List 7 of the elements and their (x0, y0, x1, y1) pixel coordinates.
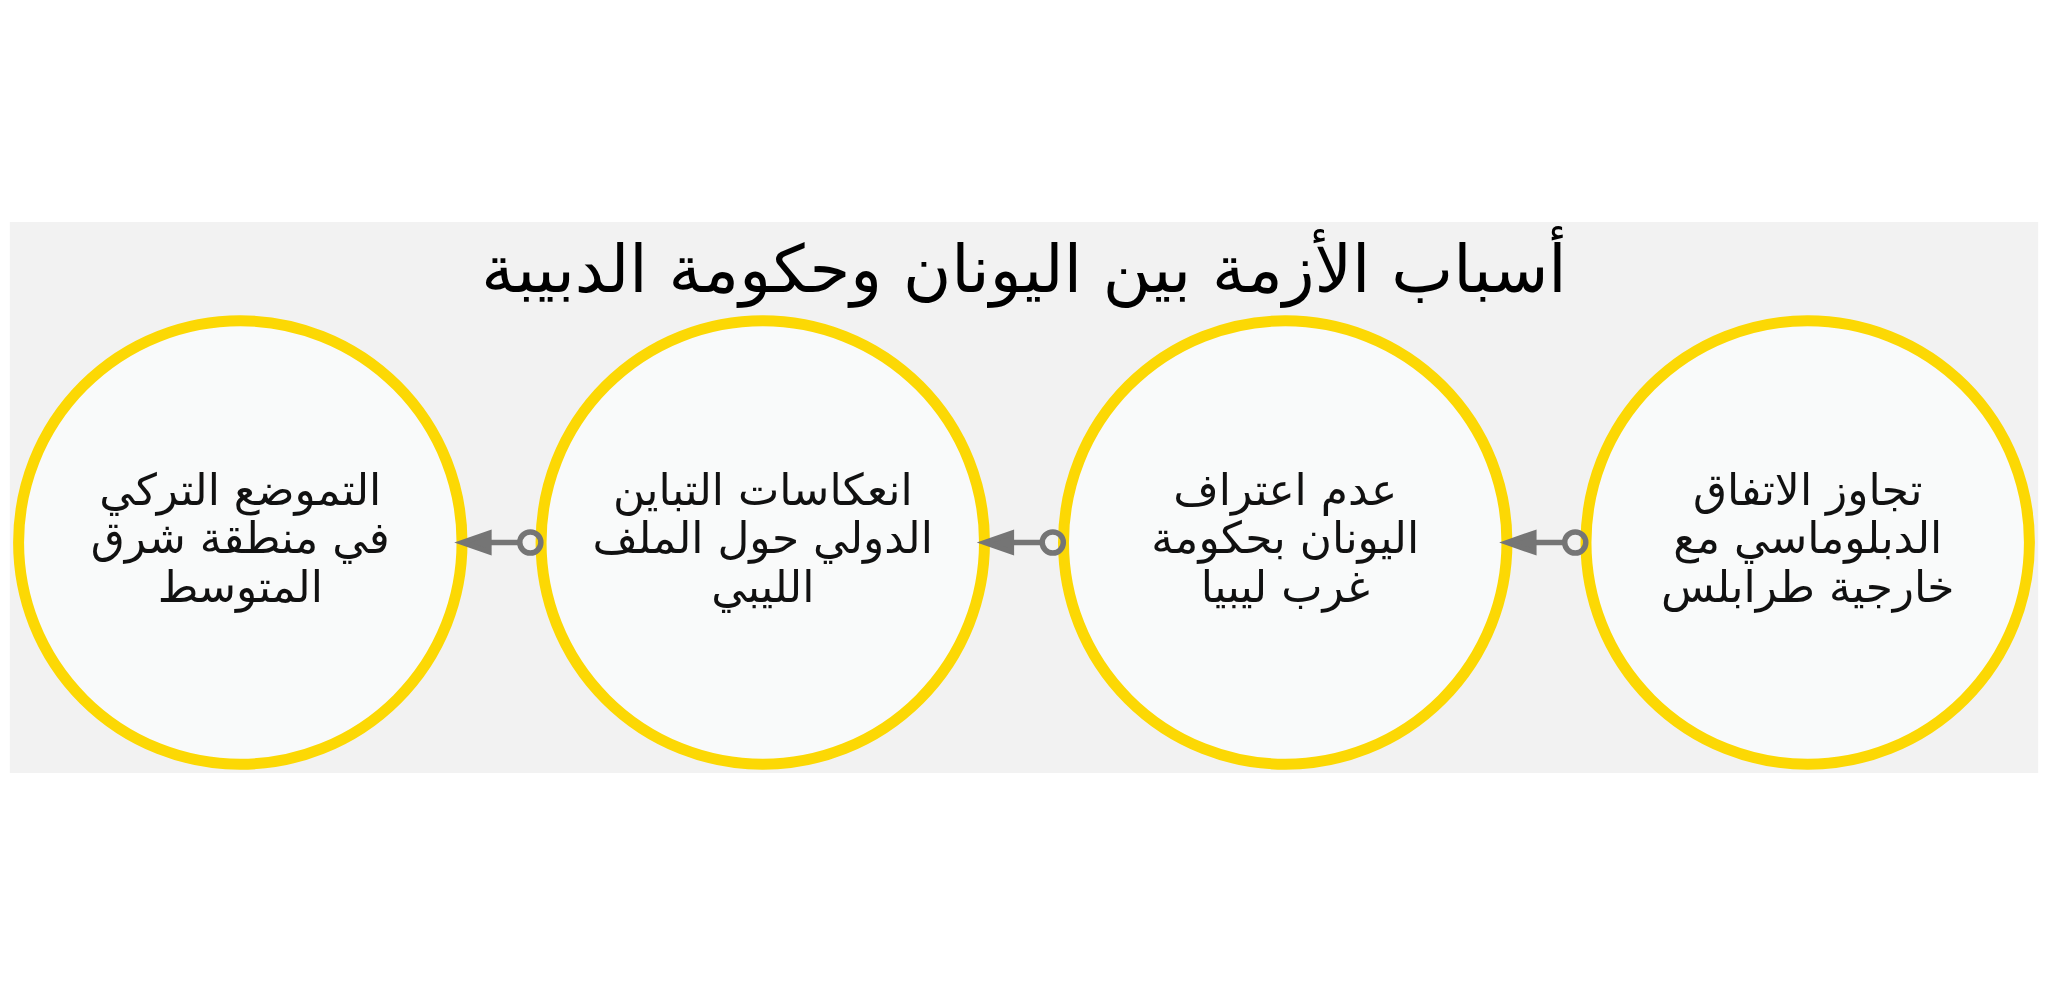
node-circle: تجاوز الاتفاق الدبلوماسي مع خارجية طرابلس (1580, 315, 2035, 770)
arrow (976, 529, 1067, 556)
node-circle: التموضع التركي في منطقة شرق المتوسط (13, 315, 468, 770)
node-circle: انعكاسات التباين الدولي حول الملف الليبي (535, 315, 990, 770)
node-circle: عدم اعتراف اليونان بحكومة غرب ليبيا (1058, 315, 1513, 770)
arrow (454, 529, 544, 556)
arrow (1499, 529, 1589, 556)
